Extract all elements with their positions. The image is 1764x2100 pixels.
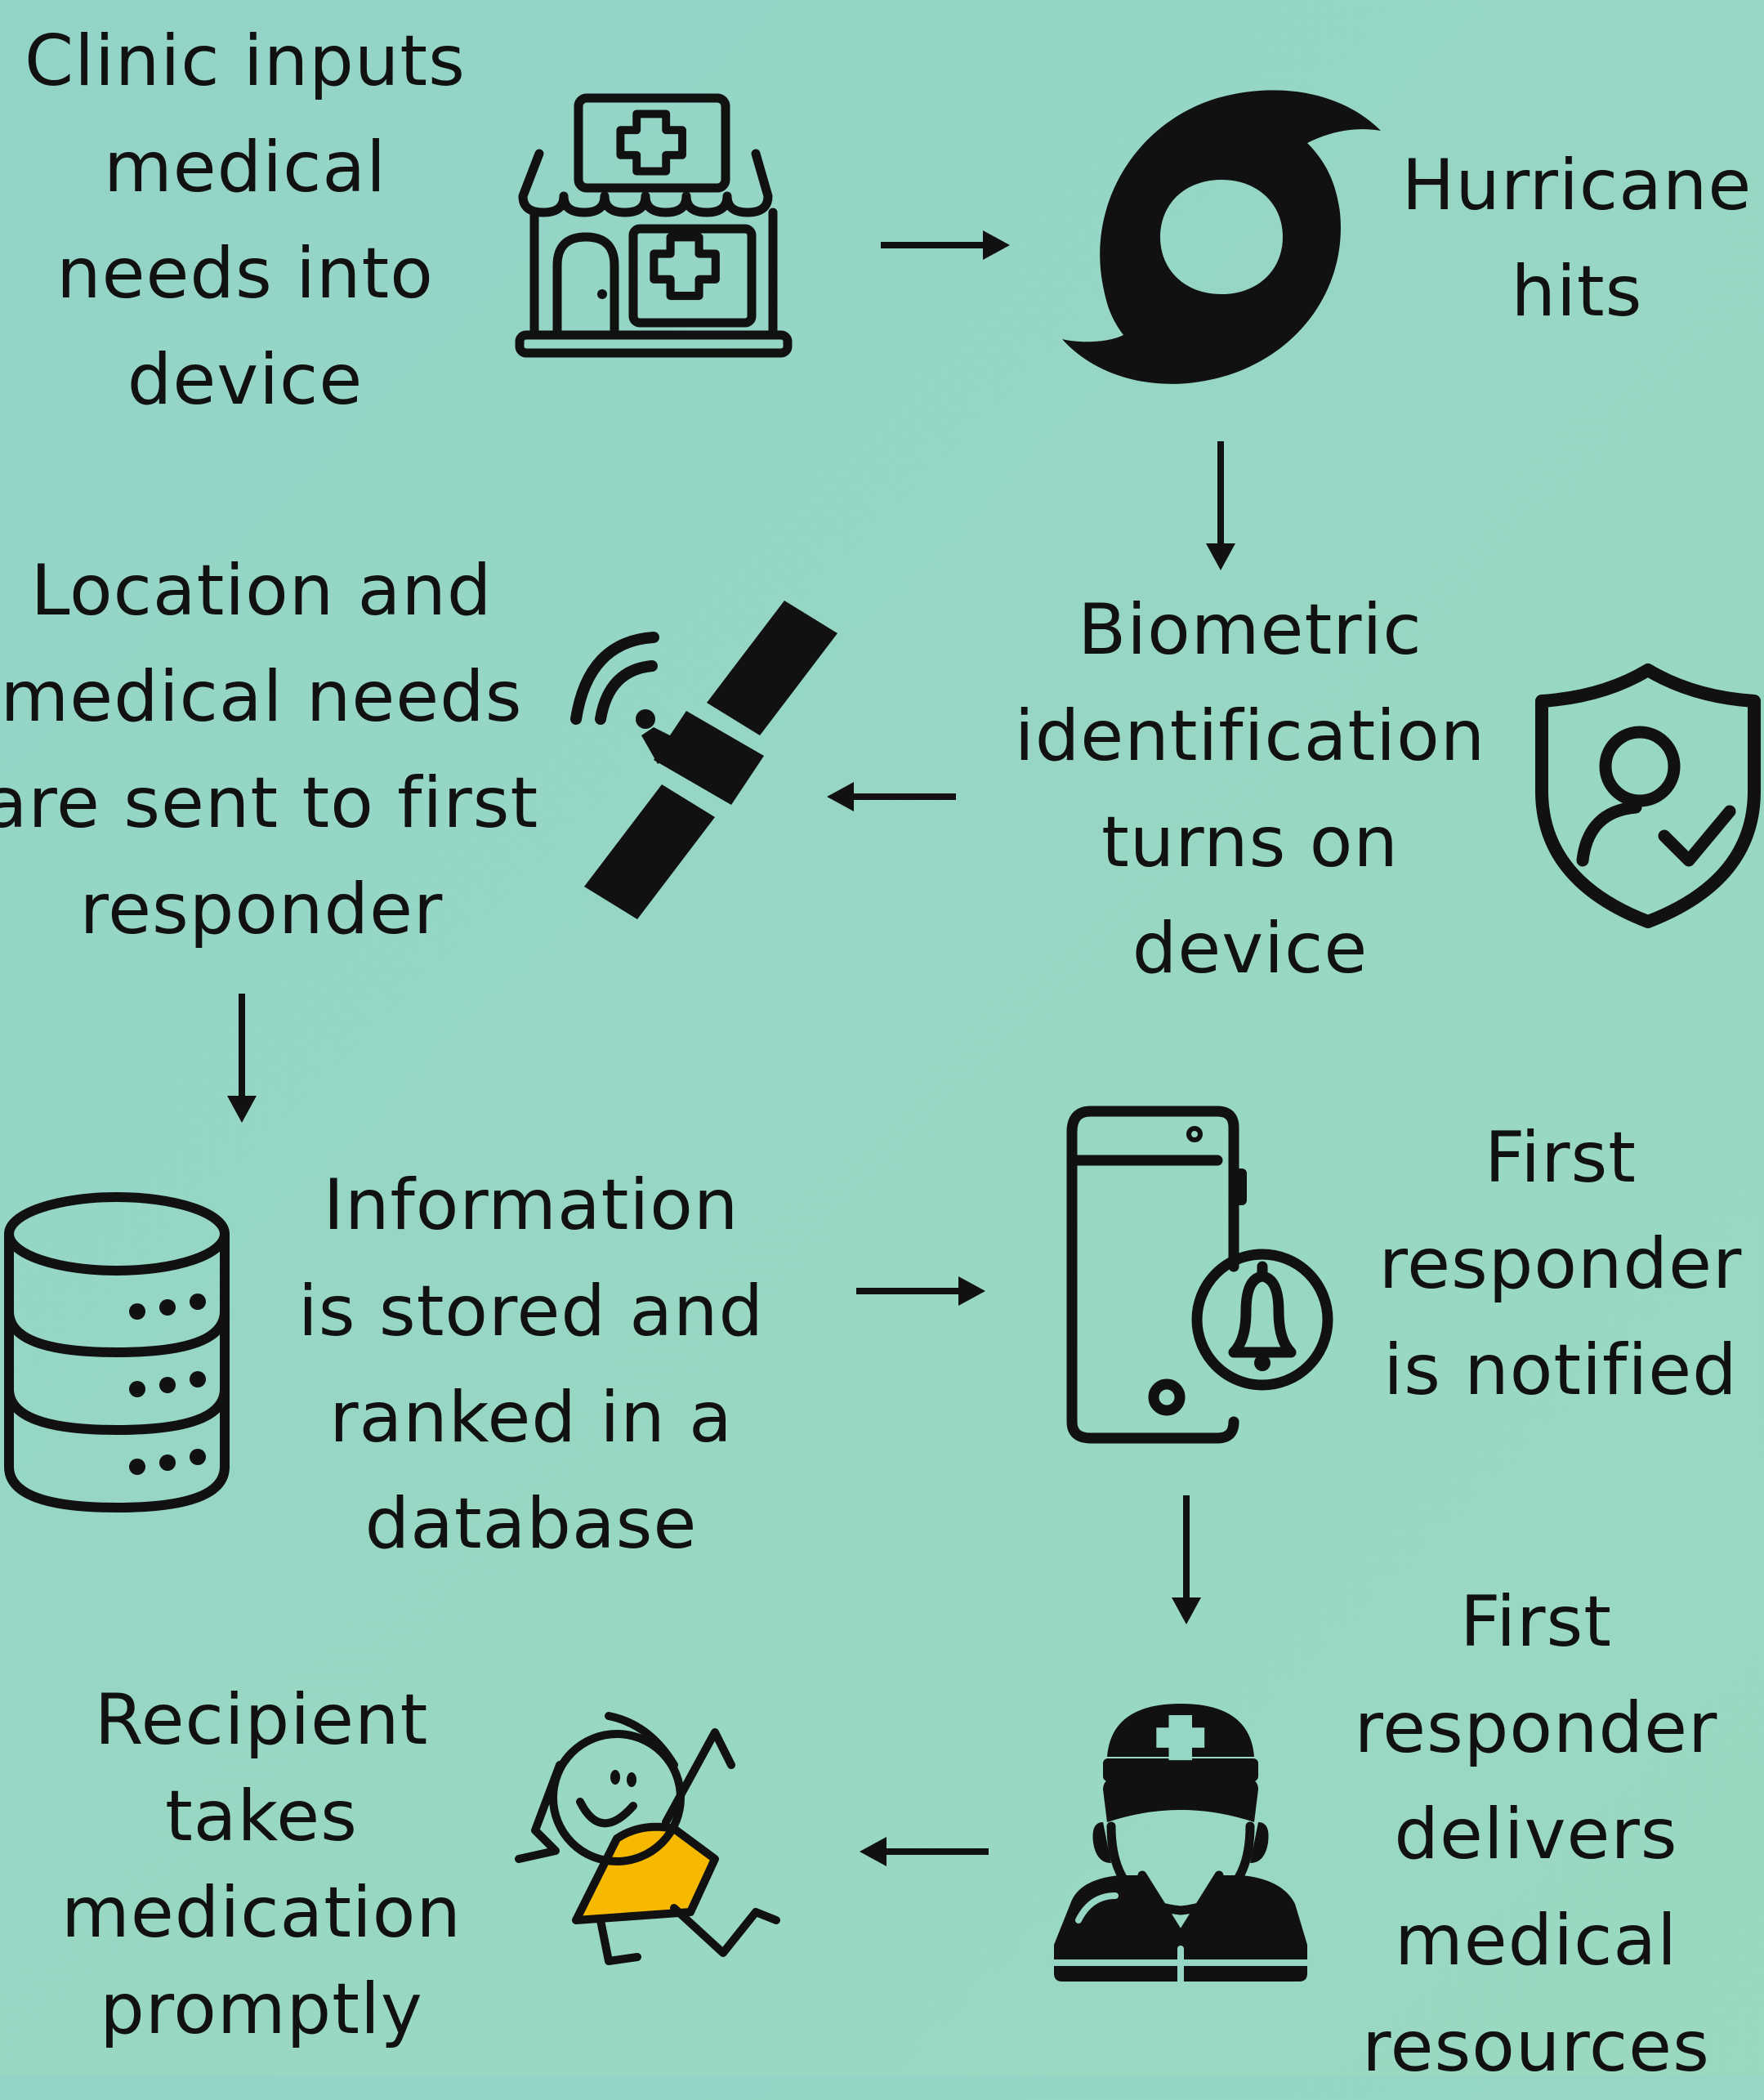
step-line: resources	[1362, 2006, 1710, 2088]
arrow-down-icon	[1206, 441, 1235, 570]
step-line: ranked in a	[329, 1377, 733, 1459]
arrow-right-icon	[856, 1276, 985, 1306]
database-icon	[3, 1192, 230, 1513]
step-line: medical	[103, 127, 387, 208]
step-line: First	[1485, 1117, 1637, 1199]
step-line: medication	[61, 1872, 462, 1954]
clinic-icon	[515, 93, 793, 358]
step-notified-text: First responder is notified	[1348, 1105, 1764, 1423]
step-line: turns on	[1101, 802, 1399, 883]
step-line: Recipient	[94, 1679, 429, 1761]
happy-person-icon	[515, 1712, 780, 1965]
hurricane-icon	[1062, 90, 1381, 384]
step-line: device	[127, 339, 364, 421]
step-line: identification	[1014, 695, 1486, 777]
arrow-left-icon	[827, 782, 956, 811]
step-line: database	[364, 1483, 698, 1565]
phone-bell-icon	[1066, 1106, 1333, 1444]
step-line: takes	[165, 1776, 358, 1857]
satellite-icon	[570, 601, 837, 919]
step-line: First	[1460, 1581, 1612, 1663]
step-hurricane-text: Hurricane hits	[1389, 132, 1764, 345]
step-line: is notified	[1383, 1329, 1738, 1411]
step-delivers-text: First responder delivers medical resourc…	[1324, 1569, 1748, 2100]
arrow-right-icon	[881, 230, 1010, 260]
step-line: responder	[79, 869, 444, 950]
step-line: medical	[1394, 1900, 1678, 1982]
step-line: Biometric	[1078, 589, 1422, 671]
step-line: responder	[1378, 1223, 1743, 1305]
step-line: are sent to first	[0, 762, 539, 844]
step-line: Location and	[30, 550, 493, 632]
step-line: responder	[1354, 1687, 1718, 1769]
step-line: is stored and	[297, 1271, 765, 1352]
step-line: Hurricane	[1401, 145, 1753, 226]
first-responder-icon	[1051, 1704, 1311, 1985]
step-line: promptly	[100, 1968, 423, 2050]
step-biometric-text: Biometric identification turns on device	[997, 577, 1503, 1002]
step-line: needs into	[56, 233, 434, 315]
arrow-down-icon	[1172, 1495, 1201, 1624]
arrow-left-icon	[860, 1837, 989, 1866]
step-database-text: Information is stored and ranked in a da…	[286, 1152, 776, 1577]
step-clinic-text: Clinic inputs medical needs into device	[0, 8, 490, 433]
step-line: Clinic inputs	[25, 20, 466, 102]
arrow-down-icon	[227, 994, 257, 1123]
step-line: Information	[323, 1164, 739, 1246]
step-line: device	[1132, 908, 1369, 990]
step-line: medical needs	[0, 656, 523, 738]
shield-user-icon	[1535, 664, 1761, 928]
step-recipient-text: Recipient takes medication promptly	[49, 1672, 474, 2058]
step-location-text: Location and medical needs are sent to f…	[0, 538, 547, 963]
step-line: hits	[1511, 251, 1643, 333]
step-line: delivers	[1394, 1794, 1678, 1875]
